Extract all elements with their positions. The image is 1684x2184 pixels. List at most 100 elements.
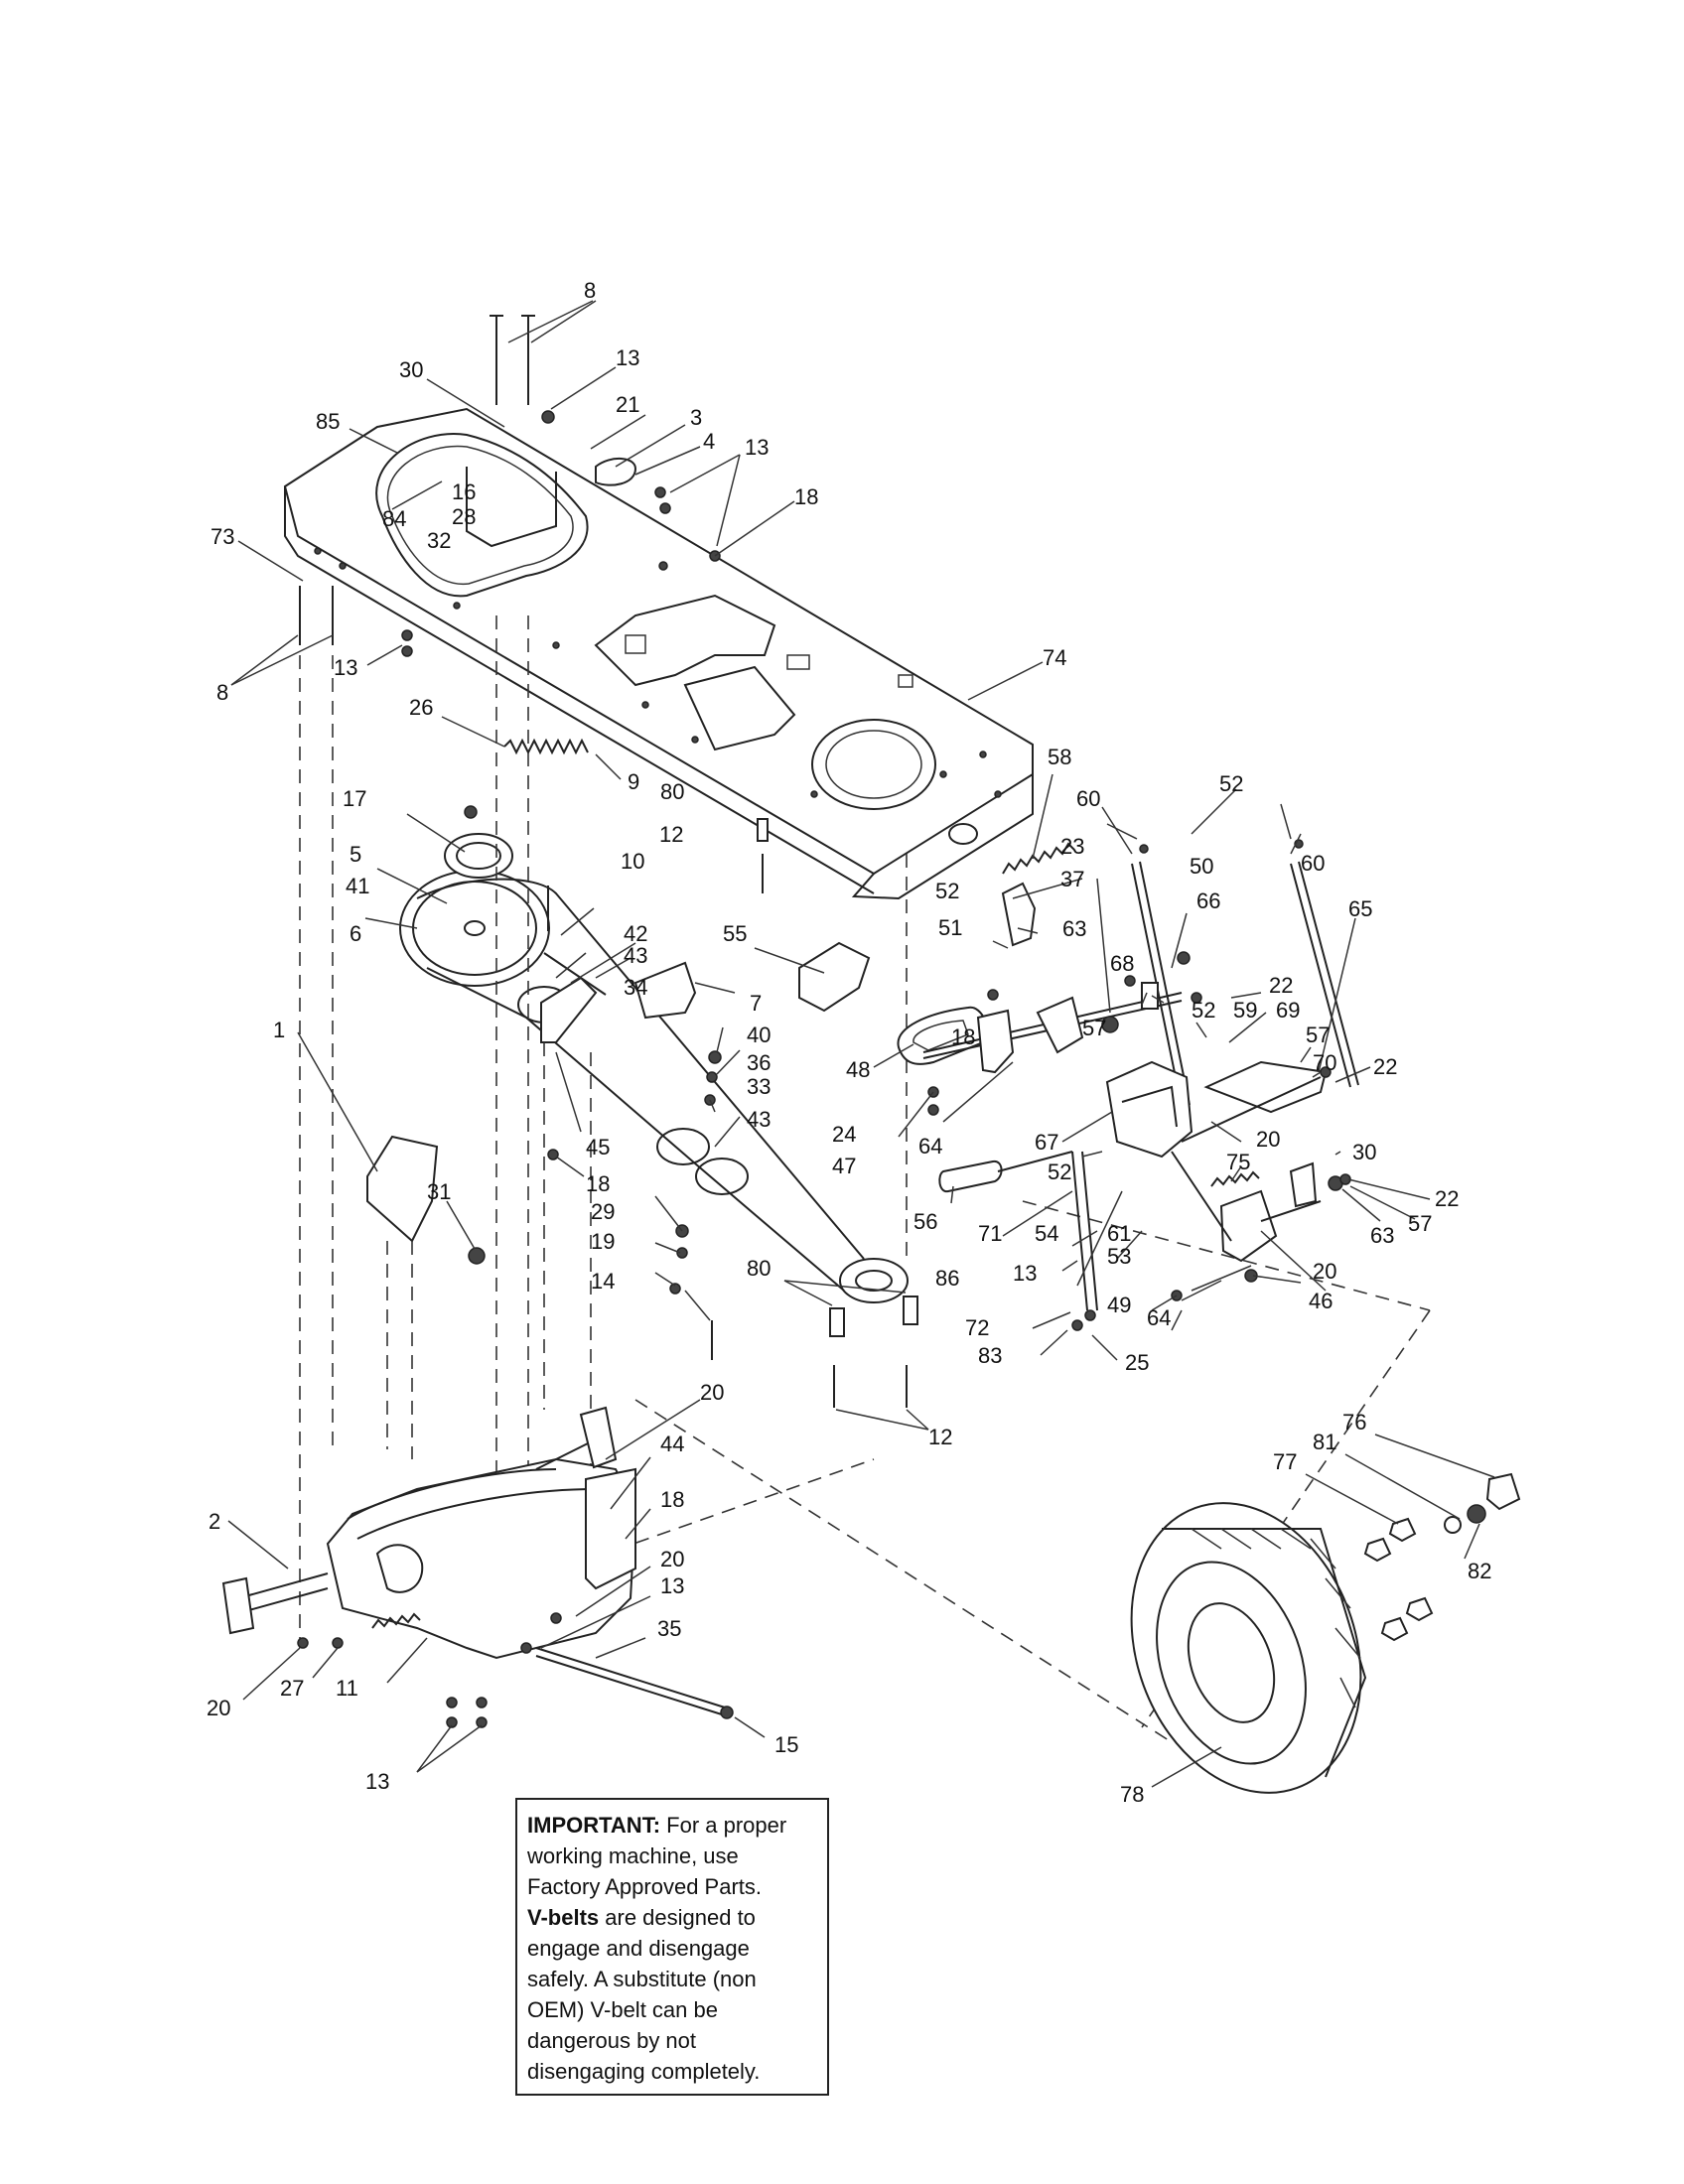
callout-53: 53	[1107, 1244, 1131, 1269]
callout-22: 22	[1269, 973, 1293, 998]
callout-72: 72	[965, 1315, 989, 1340]
callout-30: 30	[399, 357, 423, 382]
callout-3: 3	[690, 405, 702, 430]
callout-13: 13	[745, 435, 769, 460]
notice-line8: dangerous by not	[527, 2028, 697, 2053]
callout-61: 61	[1107, 1221, 1131, 1246]
linkage-assembly	[897, 839, 1359, 1331]
callout-51: 51	[938, 915, 962, 940]
callout-46: 46	[1309, 1289, 1333, 1313]
callout-35: 35	[657, 1616, 681, 1641]
callout-19: 19	[591, 1229, 615, 1254]
callout-81: 81	[1313, 1430, 1336, 1454]
important-notice-box: IMPORTANT: For a proper working machine,…	[515, 1798, 829, 2096]
callout-4: 4	[703, 429, 715, 454]
callout-10: 10	[621, 849, 644, 874]
callout-14: 14	[591, 1269, 615, 1294]
callout-13: 13	[365, 1769, 389, 1794]
notice-line7: OEM) V-belt can be	[527, 1997, 718, 2022]
notice-line4: are designed to	[599, 1905, 756, 1930]
transaxle-assembly	[221, 1406, 734, 1728]
callout-64: 64	[1147, 1305, 1171, 1330]
callout-56: 56	[913, 1209, 937, 1234]
frame-assembly	[283, 407, 1034, 900]
callout-25: 25	[1125, 1350, 1149, 1375]
leader-lines	[227, 300, 1495, 1788]
callout-30: 30	[1352, 1140, 1376, 1164]
callout-45: 45	[586, 1135, 610, 1160]
callout-37: 37	[1060, 867, 1084, 891]
callout-57: 57	[1408, 1211, 1432, 1236]
callout-86: 86	[935, 1266, 959, 1291]
callout-68: 68	[1110, 951, 1134, 976]
callout-5: 5	[350, 842, 361, 867]
callout-54: 54	[1035, 1221, 1058, 1246]
callout-20: 20	[1256, 1127, 1280, 1152]
callout-60: 60	[1301, 851, 1325, 876]
callout-13: 13	[660, 1573, 684, 1598]
callout-63: 63	[1370, 1223, 1394, 1248]
rear-wheel	[1130, 1472, 1521, 1794]
callout-80: 80	[660, 779, 684, 804]
notice-line3: Factory Approved Parts.	[527, 1874, 762, 1899]
callout-65: 65	[1348, 896, 1372, 921]
callout-40: 40	[747, 1023, 771, 1047]
callout-13: 13	[1013, 1261, 1037, 1286]
callout-73: 73	[210, 524, 234, 549]
callout-70: 70	[1313, 1050, 1336, 1075]
callout-47: 47	[832, 1154, 856, 1178]
callout-32: 32	[427, 528, 451, 553]
callout-21: 21	[616, 392, 639, 417]
callout-20: 20	[660, 1547, 684, 1571]
callout-20: 20	[700, 1380, 724, 1405]
callout-59: 59	[1233, 998, 1257, 1023]
callout-42: 42	[624, 921, 647, 946]
callout-34: 34	[624, 975, 647, 1000]
callout-22: 22	[1373, 1054, 1397, 1079]
callout-44: 44	[660, 1432, 684, 1456]
callout-15: 15	[774, 1732, 798, 1757]
callout-16: 16	[452, 479, 476, 504]
callout-17: 17	[343, 786, 366, 811]
callout-6: 6	[350, 921, 361, 946]
callout-12: 12	[928, 1425, 952, 1449]
callout-labels: 8 13 30 21 3 4 13 85 16 28 84 32 18 73 8…	[207, 278, 1491, 1807]
callout-64: 64	[918, 1134, 942, 1159]
callout-24: 24	[832, 1122, 856, 1147]
callout-18: 18	[951, 1024, 975, 1049]
notice-vbelts: V-belts	[527, 1905, 600, 1930]
callout-50: 50	[1190, 854, 1213, 879]
callout-55: 55	[723, 921, 747, 946]
callout-26: 26	[409, 695, 433, 720]
callout-77: 77	[1273, 1449, 1297, 1474]
callout-80: 80	[747, 1256, 771, 1281]
callout-18: 18	[586, 1171, 610, 1196]
callout-36: 36	[747, 1050, 771, 1075]
callout-13: 13	[616, 345, 639, 370]
callout-52: 52	[1192, 998, 1215, 1023]
callout-27: 27	[280, 1676, 304, 1701]
notice-lead: IMPORTANT:	[527, 1813, 661, 1838]
notice-line6: safely. A substitute (non	[527, 1967, 757, 1991]
callout-22: 22	[1435, 1186, 1459, 1211]
callout-49: 49	[1107, 1293, 1131, 1317]
callout-48: 48	[846, 1057, 870, 1082]
callout-78: 78	[1120, 1782, 1144, 1807]
notice-line5: engage and disengage	[527, 1936, 750, 1961]
callout-66: 66	[1196, 888, 1220, 913]
callout-69: 69	[1276, 998, 1300, 1023]
callout-57: 57	[1306, 1023, 1330, 1047]
notice-line2: working machine, use	[527, 1843, 739, 1868]
callout-52: 52	[935, 879, 959, 903]
callout-31: 31	[427, 1179, 451, 1204]
pulley-belt-system	[366, 805, 918, 1408]
callout-52: 52	[1219, 771, 1243, 796]
callout-43: 43	[747, 1107, 771, 1132]
callout-8: 8	[584, 278, 596, 303]
notice-line1: For a proper	[660, 1813, 787, 1838]
callout-18: 18	[660, 1487, 684, 1512]
callout-71: 71	[978, 1221, 1002, 1246]
callout-20: 20	[1313, 1259, 1336, 1284]
callout-58: 58	[1048, 745, 1071, 769]
